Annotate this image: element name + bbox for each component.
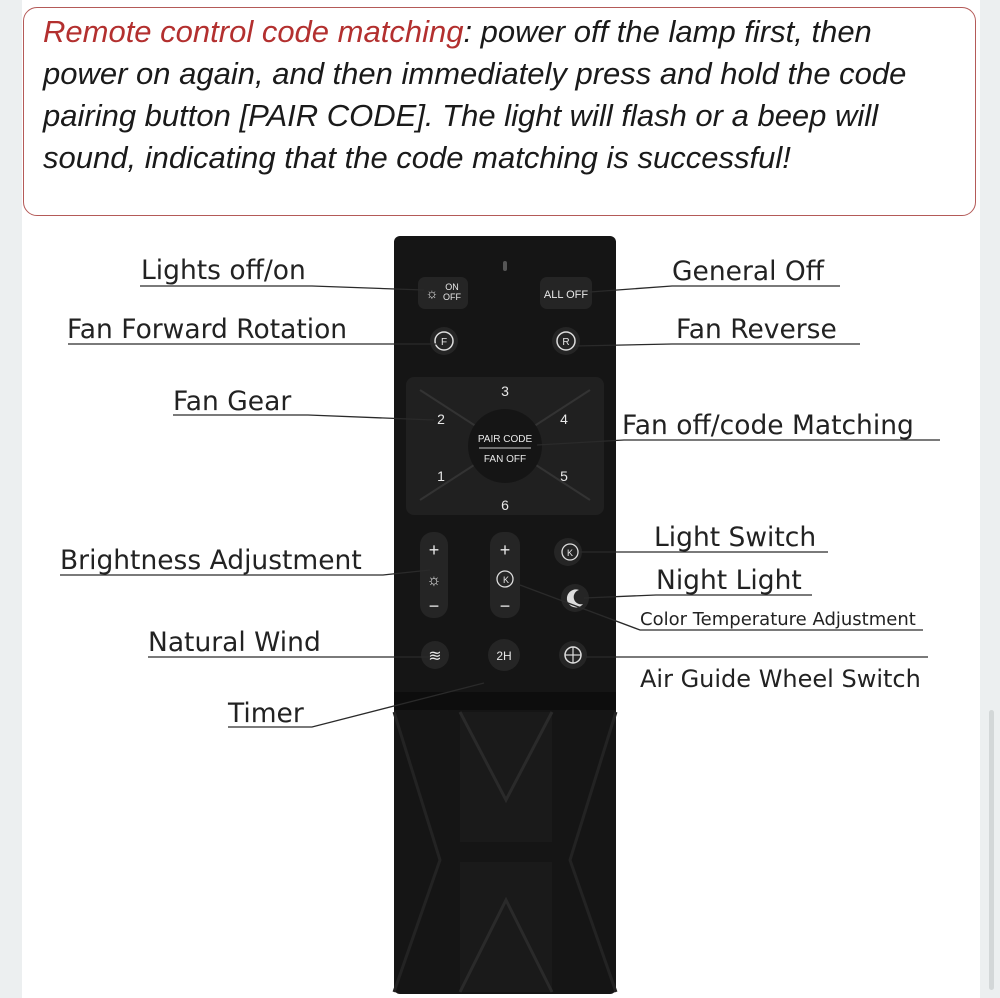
gear-5-button: 5 xyxy=(560,468,568,484)
forward-rotation-icon xyxy=(434,331,454,351)
gear-6-button: 6 xyxy=(501,497,509,513)
note-highlight: Remote control code matching xyxy=(43,14,464,49)
label-fan-off-code-matching: Fan off/code Matching xyxy=(622,410,914,441)
label-color-temperature-adjustment: Color Temperature Adjustment xyxy=(640,609,916,630)
svg-text:OFF: OFF xyxy=(443,292,461,302)
pair-code-fan-off-button xyxy=(468,409,542,483)
note-body: : power off the lamp first, then power o… xyxy=(43,14,907,175)
svg-text:−: − xyxy=(500,596,511,616)
label-natural-wind: Natural Wind xyxy=(148,627,321,658)
gear-2-button: 2 xyxy=(437,411,445,427)
brightness-rocker xyxy=(420,532,448,618)
svg-text:K: K xyxy=(503,575,509,585)
label-night-light: Night Light xyxy=(656,565,802,596)
night-light-button xyxy=(561,584,589,612)
left-frame-edge xyxy=(0,0,22,998)
label-timer: Timer xyxy=(228,698,304,729)
air-guide-wheel-button xyxy=(559,641,587,669)
color-temperature-icon xyxy=(496,570,514,588)
fan-reverse-button: R xyxy=(552,327,580,355)
label-general-off: General Off xyxy=(672,256,824,287)
reverse-rotation-icon xyxy=(556,331,576,351)
label-fan-forward-rotation: Fan Forward Rotation xyxy=(67,314,348,345)
svg-text:F: F xyxy=(441,337,447,348)
lower-panel-bottom xyxy=(460,862,552,992)
code-matching-note: Remote control code matching: power off … xyxy=(23,7,976,216)
svg-text:PAIR CODE: PAIR CODE xyxy=(478,434,533,445)
gear-4-button: 4 xyxy=(560,411,568,427)
label-lights-off-on: Lights off/on xyxy=(141,255,306,286)
light-on-off-button: ☼ ON OFF xyxy=(418,277,468,309)
scrollbar[interactable] xyxy=(980,0,1000,998)
svg-text:K: K xyxy=(567,548,573,558)
indicator-led xyxy=(503,261,507,271)
svg-text:ALL OFF: ALL OFF xyxy=(544,289,588,301)
gear-1-button: 1 xyxy=(437,468,445,484)
moon-icon xyxy=(566,589,583,608)
label-fan-gear: Fan Gear xyxy=(173,386,292,417)
all-off-button: ALL OFF xyxy=(540,277,592,309)
brightness-icon: ☼ xyxy=(427,572,442,589)
label-brightness-adjustment: Brightness Adjustment xyxy=(60,545,362,576)
label-fan-reverse: Fan Reverse xyxy=(676,314,837,345)
svg-text:−: − xyxy=(429,596,440,616)
sun-icon: ☼ xyxy=(426,285,439,301)
fan-forward-button: F xyxy=(430,327,458,355)
light-switch-icon xyxy=(561,543,579,561)
light-switch-button: K xyxy=(554,538,582,566)
body-divider xyxy=(394,692,616,710)
wind-icon: ≋ xyxy=(428,648,441,665)
label-air-guide-wheel-switch: Air Guide Wheel Switch xyxy=(640,665,921,693)
lower-panel-top xyxy=(460,712,552,842)
timer-button: 2H xyxy=(488,639,520,671)
svg-text:R: R xyxy=(562,337,569,348)
svg-text:+: + xyxy=(500,540,511,560)
scrollbar-thumb[interactable] xyxy=(989,710,994,990)
color-temperature-rocker xyxy=(490,532,520,618)
svg-text:FAN OFF: FAN OFF xyxy=(484,454,526,465)
natural-wind-button: ≋ xyxy=(421,641,449,669)
svg-text:2H: 2H xyxy=(496,649,511,663)
gear-3-button: 3 xyxy=(501,383,509,399)
label-light-switch: Light Switch xyxy=(654,522,817,553)
svg-text:+: + xyxy=(429,540,440,560)
svg-text:ON: ON xyxy=(445,282,459,292)
